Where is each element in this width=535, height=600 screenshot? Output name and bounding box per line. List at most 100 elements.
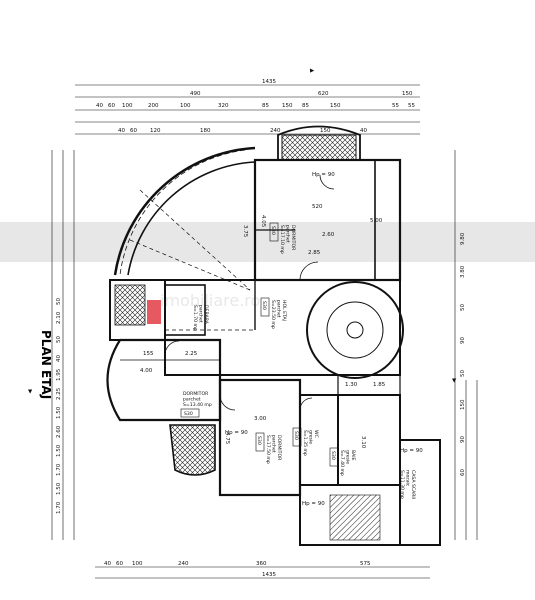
left-dim: 50	[56, 298, 62, 305]
room-finish: gresie	[308, 430, 314, 444]
left-dim: 1.50	[56, 482, 62, 495]
left-dimensions	[51, 150, 75, 540]
bottom-dim: 575	[360, 561, 371, 567]
top-dim: 85	[302, 103, 309, 109]
top-dim: 180	[200, 128, 211, 134]
room-tag: S30	[293, 431, 299, 440]
room-finish: parchet	[183, 397, 201, 403]
dim-label: 520	[312, 204, 323, 210]
bottom-dim: 40	[104, 561, 111, 567]
room-area: S=11.30 mp	[399, 470, 405, 499]
bottom-dim: 100	[132, 561, 143, 567]
room-finish: parchet	[198, 305, 204, 323]
top-dim: 120	[150, 128, 161, 134]
left-dim: 1.70	[56, 501, 62, 514]
top-dim: 40	[96, 103, 103, 109]
room-finish: parchet	[285, 225, 291, 243]
dim-label: 4.75	[224, 432, 230, 445]
room-tag-box	[260, 297, 270, 317]
dim-label: 1.30	[345, 382, 358, 388]
room-area: S=17.50 mp	[265, 435, 271, 464]
left-dim: 2.60	[56, 425, 62, 438]
dim-label: 155	[143, 351, 154, 357]
top-dim: 85	[262, 103, 269, 109]
top-dim: 150	[282, 103, 293, 109]
dim-label: 3.75	[242, 225, 248, 238]
room-tag-box	[292, 427, 302, 447]
dim-label: 4.05	[260, 215, 266, 228]
room-tag: S30	[256, 436, 262, 445]
top-dim: 40	[360, 128, 367, 134]
room-finish: mozaic	[405, 470, 411, 487]
room-tag: S30	[184, 411, 193, 417]
right-dim: 50	[460, 370, 466, 377]
left-dim: 1.50	[56, 444, 62, 457]
dim-label: 5.00	[370, 218, 383, 224]
top-dimensions	[75, 84, 420, 135]
room-finish: parchet	[271, 435, 277, 453]
room-area: S=7.40 mp	[339, 450, 345, 476]
room-tag-box	[255, 432, 265, 452]
top-dim: 55	[392, 103, 399, 109]
window-sill-label: Hp = 90	[400, 448, 423, 454]
dim-label: 3.00	[254, 416, 267, 422]
left-dim: 1.95	[56, 368, 62, 381]
left-dim: 50	[56, 336, 62, 343]
room-area: S=13.40 mp	[183, 402, 212, 408]
top-dim: 100	[122, 103, 133, 109]
right-dim: 60	[460, 469, 466, 476]
door-swings	[164, 174, 335, 411]
bottom-dimensions	[95, 566, 430, 579]
room-name: DORMITOR	[183, 391, 209, 397]
watermark-logo	[147, 300, 161, 324]
overall-top-dim: 1435	[262, 79, 276, 85]
room-name: DORMITOR	[290, 225, 296, 251]
room-area: S=1.35 mp	[302, 430, 308, 456]
dim-label: 2.60	[322, 232, 335, 238]
left-dim: 2.25	[56, 387, 62, 400]
room-tag: S30	[270, 226, 276, 235]
right-dim: 150	[460, 399, 466, 410]
top-dim: 320	[218, 103, 229, 109]
top-dim: 40	[118, 128, 125, 134]
section-marker-right: ▼	[452, 378, 457, 384]
window-sill-label: Hp = 90	[312, 172, 335, 178]
dim-label: 1.85	[373, 382, 386, 388]
room-name: DORMITOR	[276, 435, 282, 461]
room-name: HOL ETAJ	[281, 300, 287, 321]
top-dim: 150	[330, 103, 341, 109]
plan-title: PLAN ETAJ	[39, 330, 53, 399]
room-tag: S30	[330, 451, 336, 460]
bottom-dim: 240	[178, 561, 189, 567]
dim-label: 4.00	[140, 368, 153, 374]
top-dim: 100	[180, 103, 191, 109]
room-area: S=17.10 mp	[279, 225, 285, 254]
window-sill-label: Hp = 90	[302, 501, 325, 507]
dim-label: 3.10	[360, 436, 366, 449]
section-marker-top: ▶	[310, 68, 315, 74]
right-dim: 9.80	[460, 232, 466, 245]
window-sill-label: Hp = 90	[225, 430, 248, 436]
room-area: S=1.70 mp	[192, 305, 198, 331]
room-name: BAIE	[350, 450, 356, 461]
top-dim: 150	[320, 128, 331, 134]
top-dim: 240	[270, 128, 281, 134]
overall-bottom-dim: 1435	[262, 572, 276, 578]
room-tag-box	[269, 222, 279, 242]
left-dim: 2.10	[56, 311, 62, 324]
room-finish: parchet	[276, 300, 282, 318]
dim-label: 2.85	[308, 250, 321, 256]
left-dim: 1.70	[56, 463, 62, 476]
watermark: imobiliare.ro	[160, 291, 260, 310]
right-dim: 50	[460, 304, 466, 311]
scan-band	[0, 222, 535, 262]
